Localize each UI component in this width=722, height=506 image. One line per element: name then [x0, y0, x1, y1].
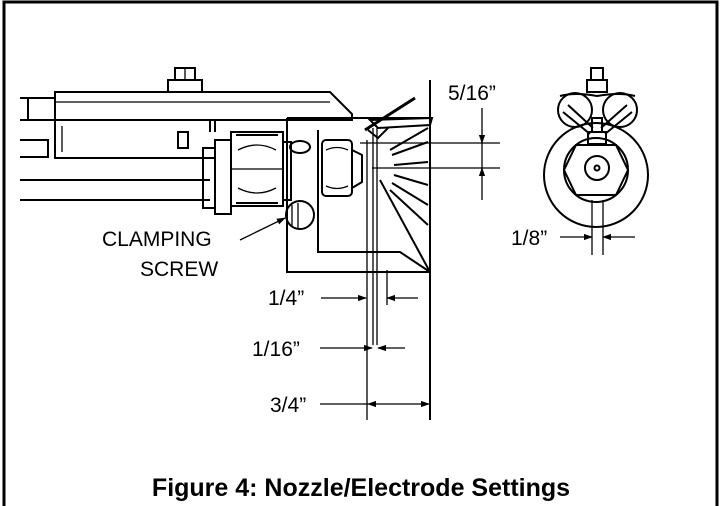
- side-view-assembly: [20, 67, 434, 420]
- clamping-screw-icon: [285, 200, 315, 230]
- figure-caption: Figure 4: Nozzle/Electrode Settings: [152, 474, 570, 502]
- front-view-assembly: [543, 67, 649, 255]
- dimension-1-4: [321, 270, 418, 305]
- dimension-5-16: [360, 108, 500, 200]
- label-dim-1-8: 1/8”: [511, 227, 547, 250]
- label-dim-5-16: 5/16”: [448, 82, 496, 105]
- dimension-3-4: [320, 300, 430, 420]
- spray-pattern-lines: [389, 127, 429, 226]
- label-screw: SCREW: [140, 258, 218, 281]
- label-clamping: CLAMPING: [102, 228, 212, 251]
- label-dim-1-16: 1/16”: [252, 338, 300, 361]
- label-dim-3-4: 3/4”: [270, 394, 306, 417]
- clamping-screw-leader: [239, 217, 286, 241]
- label-dim-1-4: 1/4”: [268, 287, 304, 310]
